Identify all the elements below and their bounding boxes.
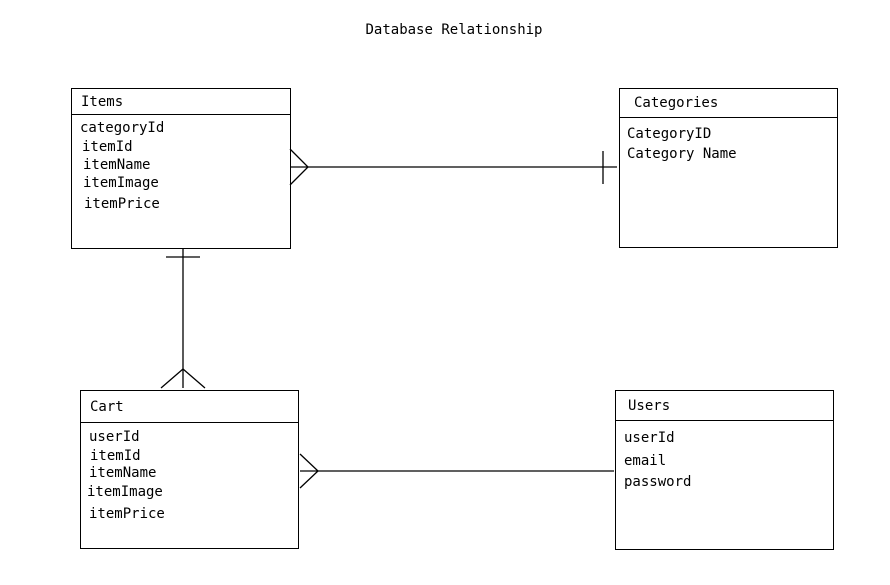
cart-crows-foot-icon bbox=[160, 368, 206, 389]
users-field: userId bbox=[624, 430, 675, 446]
items-entity-name: Items bbox=[72, 89, 290, 115]
categories-entity[interactable]: Categories CategoryID Category Name bbox=[619, 88, 838, 248]
users-field: email bbox=[624, 453, 667, 469]
diagram-title: Database Relationship bbox=[365, 22, 543, 38]
items-field: itemPrice bbox=[84, 196, 160, 212]
items-crows-foot-icon bbox=[289, 148, 309, 186]
cart-entity[interactable]: Cart userId itemId itemName itemImage it… bbox=[80, 390, 299, 549]
categories-field: CategoryID bbox=[627, 126, 712, 142]
users-entity[interactable]: Users userId email password bbox=[615, 390, 834, 550]
users-field: password bbox=[624, 474, 692, 490]
items-entity[interactable]: Items categoryId itemId itemName itemIma… bbox=[71, 88, 291, 249]
categories-entity-name: Categories bbox=[620, 89, 837, 118]
users-entity-name: Users bbox=[616, 391, 833, 421]
items-field: itemName bbox=[83, 157, 151, 173]
items-field: itemImage bbox=[83, 175, 159, 191]
cart-field: itemImage bbox=[87, 484, 163, 500]
items-field: itemId bbox=[82, 139, 133, 155]
cart-field: userId bbox=[89, 429, 140, 445]
categories-field: Category Name bbox=[627, 146, 737, 162]
cart-field: itemName bbox=[89, 465, 157, 481]
items-field: categoryId bbox=[80, 120, 165, 136]
cart-field: itemId bbox=[90, 448, 141, 464]
cart-entity-name: Cart bbox=[81, 391, 298, 423]
cart-crows-foot-right-icon bbox=[299, 453, 319, 489]
cart-field: itemPrice bbox=[89, 506, 165, 522]
